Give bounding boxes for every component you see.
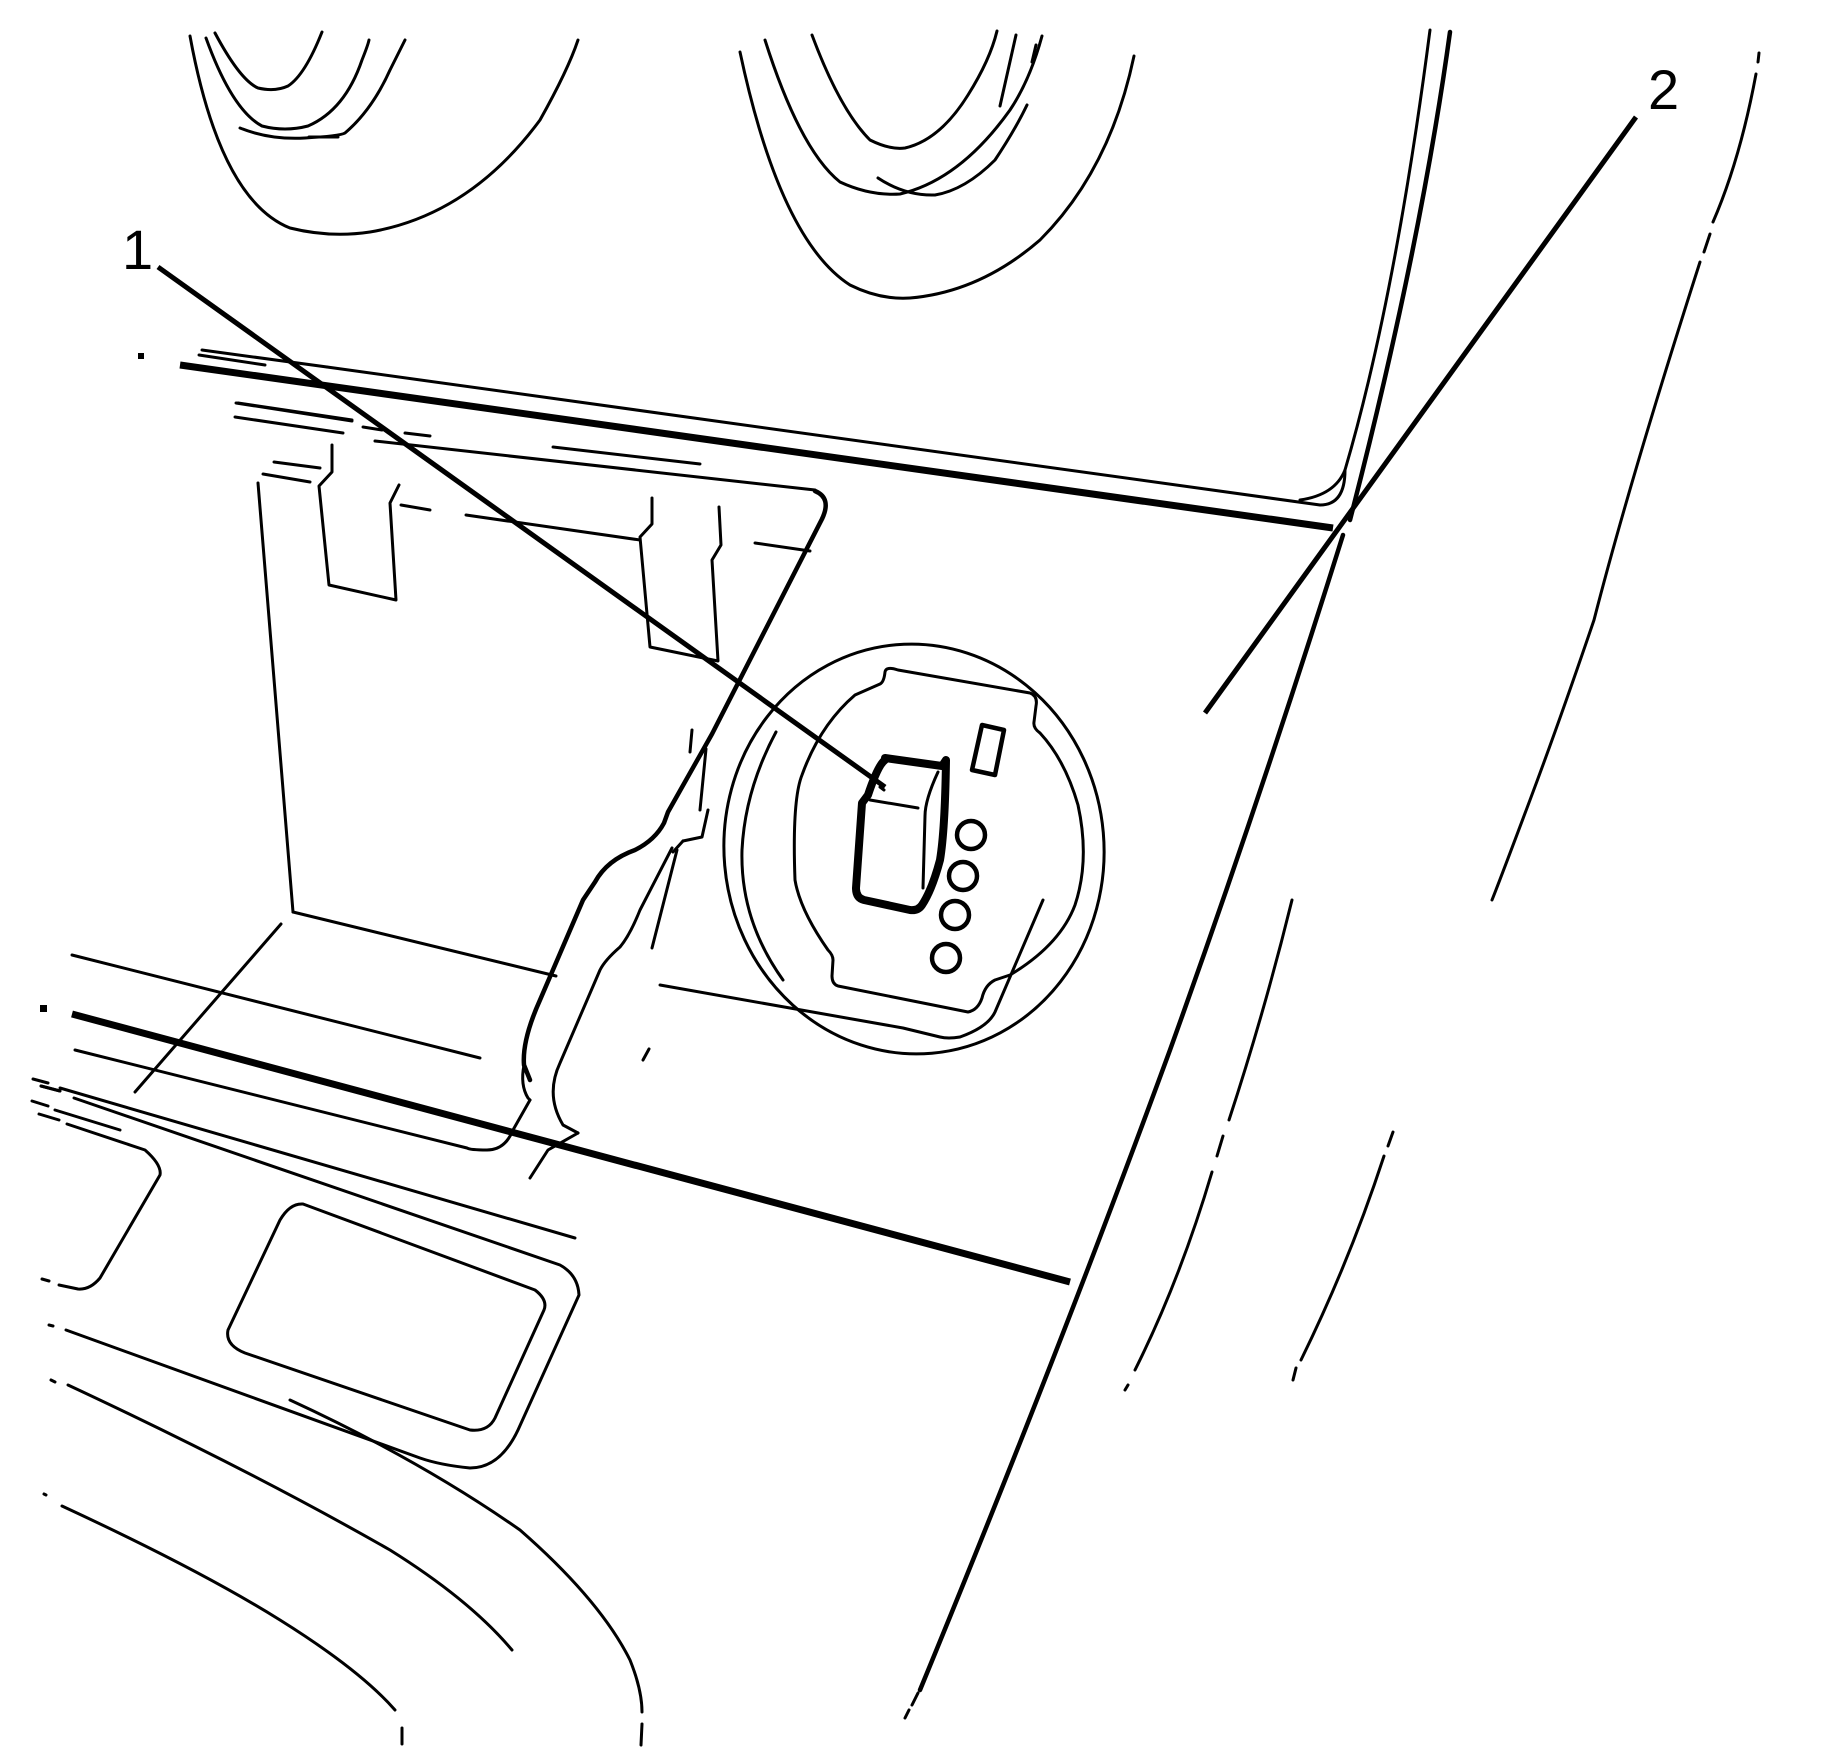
- callout-1-label: 1: [122, 218, 154, 281]
- right-contours-final: [1123, 898, 1395, 1392]
- callout-2-label: 2: [1648, 58, 1680, 121]
- indicator-slot: [969, 722, 1007, 778]
- leader-2: [1202, 115, 1639, 715]
- upper-dash-rail: [138, 348, 1347, 532]
- round-bezel: [722, 642, 1106, 1056]
- bottom-curves-final: [42, 1398, 644, 1747]
- lower-trim-clean: [37, 1084, 581, 1652]
- far-right-arc-top: [1490, 51, 1761, 902]
- primary-outlines: [188, 29, 1136, 300]
- base-plate-final: [658, 898, 1045, 1040]
- lower-dash-rail: [30, 953, 1071, 1286]
- indicator-lights: [929, 818, 988, 975]
- pocket-bezel-edge: [73, 488, 828, 1180]
- callout-leaders: [156, 115, 1639, 790]
- switch[interactable]: [852, 754, 950, 915]
- leader-1: [156, 264, 887, 790]
- center-stack-edge: [903, 28, 1453, 1720]
- switch-plate: [740, 666, 1085, 1014]
- storage-pocket: [133, 353, 817, 1094]
